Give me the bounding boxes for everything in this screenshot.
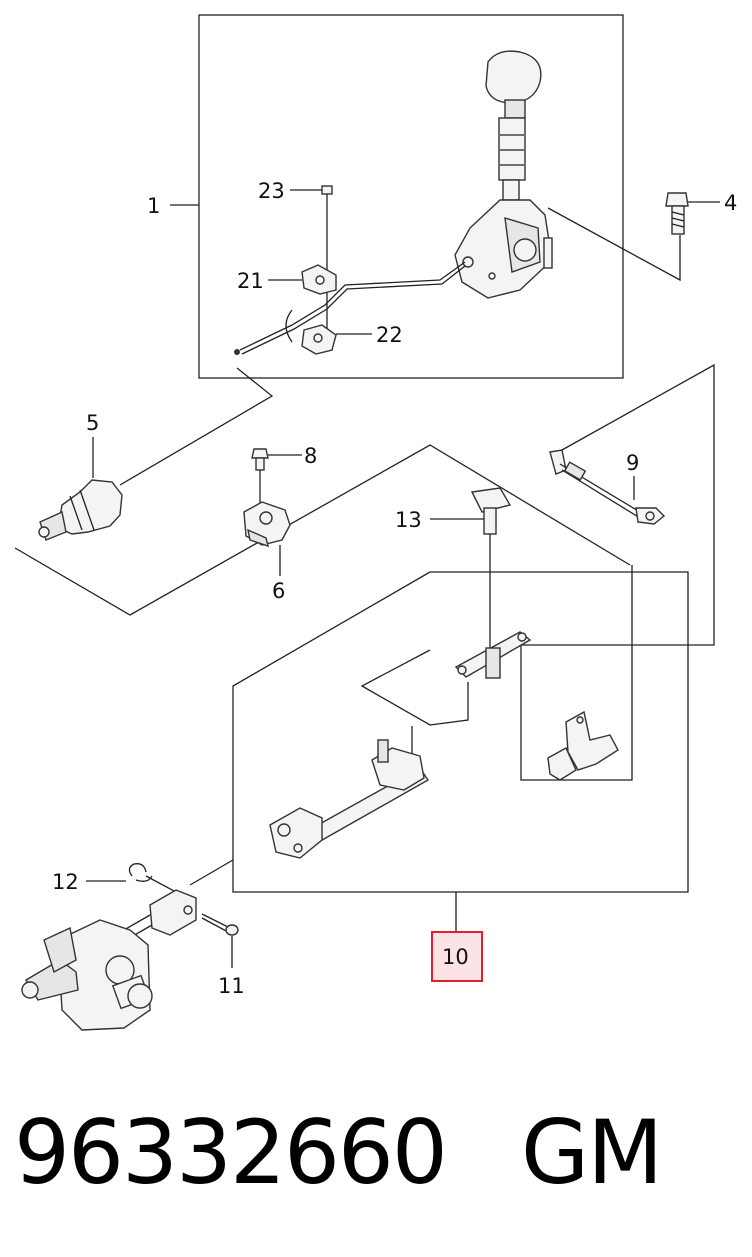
bracket-6 <box>243 501 291 548</box>
cable-bellow-5 <box>38 479 123 541</box>
callout-11: 11 <box>218 974 245 998</box>
brand-name: GM <box>521 1101 663 1204</box>
shift-shaft <box>269 739 429 859</box>
shaft-coupler <box>123 889 197 941</box>
callout-23: 23 <box>258 179 285 203</box>
clip-21 <box>301 264 337 295</box>
callout-10: 10 <box>442 945 469 969</box>
rod-9 <box>549 449 666 525</box>
callout-4: 4 <box>724 191 737 215</box>
bolt-23 <box>321 185 333 330</box>
selector-plate <box>454 631 532 679</box>
gearbox-shift-housing <box>21 919 153 1031</box>
exploded-parts-diagram: 1 23 21 22 <box>14 14 737 1031</box>
callout-13: 13 <box>395 508 422 532</box>
upper-assembly-frame <box>198 14 624 379</box>
callout-21: 21 <box>237 269 264 293</box>
bolt-11 <box>201 913 239 936</box>
clamp-22 <box>285 309 337 355</box>
pin-13 <box>470 487 512 650</box>
callout-1: 1 <box>147 194 160 218</box>
part-number-caption: 96332660 GM <box>14 1098 744 1208</box>
callout-10-highlight <box>431 931 483 982</box>
callout-5: 5 <box>86 411 99 435</box>
callout-9: 9 <box>626 451 639 475</box>
part-number: 96332660 <box>14 1101 448 1204</box>
shifter-housing <box>454 199 553 299</box>
callout-8: 8 <box>304 444 317 468</box>
shift-cable <box>239 261 466 351</box>
shift-fork <box>547 710 619 781</box>
shift-lever-knob <box>485 50 542 201</box>
clip-12 <box>128 863 153 882</box>
callout-12: 12 <box>52 870 79 894</box>
callout-22: 22 <box>376 323 403 347</box>
bolt-4 <box>665 192 689 235</box>
bolt-8 <box>251 448 269 510</box>
lower-assembly-frame <box>232 571 689 893</box>
callout-6: 6 <box>272 579 285 603</box>
